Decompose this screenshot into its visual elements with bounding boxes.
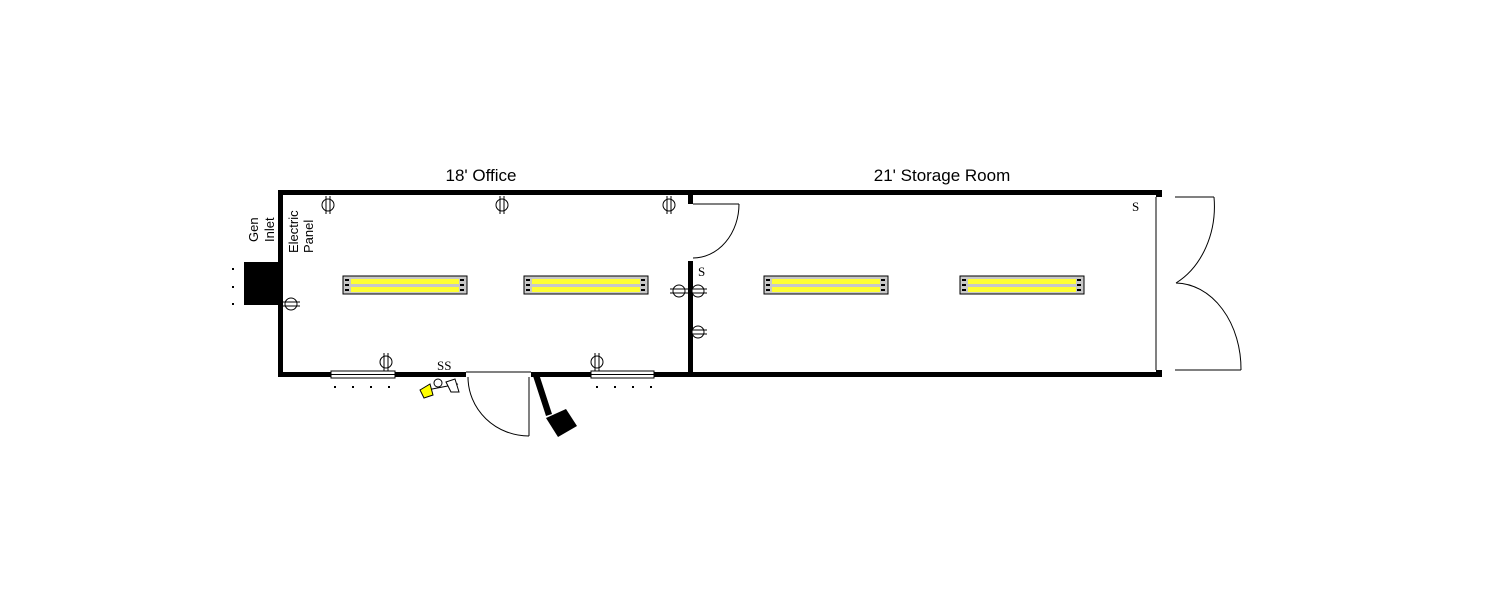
interior-door	[692, 203, 740, 259]
fluorescent-light-icon	[959, 275, 1085, 295]
generator-inlet-dots	[232, 268, 234, 305]
partition-bottom-seg	[688, 261, 693, 375]
duplex-outlet-icon	[282, 297, 300, 311]
exterior-walls	[278, 190, 1162, 377]
duplex-outlets	[282, 196, 707, 371]
duplex-outlet-icon	[689, 325, 707, 339]
fluorescent-light-icon	[342, 275, 468, 295]
partition-wall	[688, 190, 693, 375]
double-switch-label: SS	[437, 358, 451, 373]
fluorescent-light-icon	[523, 275, 649, 295]
fluorescent-light-icon	[763, 275, 889, 295]
bottom-wall-seg-4	[654, 372, 1162, 377]
partition-top-seg	[688, 190, 693, 204]
duplex-outlet-icon	[379, 353, 393, 371]
inlet-label: Inlet	[262, 217, 277, 242]
storage-room-label: 21' Storage Room	[874, 166, 1011, 185]
bottom-wall-seg-2	[395, 372, 466, 377]
fluorescent-lights	[342, 275, 1085, 295]
double-door-bottom-swing	[1175, 282, 1242, 371]
window-left	[330, 370, 396, 388]
top-wall	[278, 190, 1162, 195]
duplex-outlet-icon	[670, 284, 688, 298]
duplex-outlet-icon	[321, 196, 335, 214]
interior-door-swing	[692, 203, 740, 259]
ac-unit-arm	[533, 374, 552, 416]
duplex-outlet-icon	[689, 284, 707, 298]
right-wall-bottom-stub	[1156, 370, 1162, 377]
duplex-outlet-icon	[495, 196, 509, 214]
entry-door-swing	[467, 376, 530, 437]
gen-label: Gen	[246, 217, 261, 242]
duplex-outlet-icon	[662, 196, 676, 214]
ac-unit-box	[546, 409, 577, 437]
bottom-wall-seg-3	[531, 372, 591, 377]
switch-label-storage: S	[1132, 199, 1139, 214]
double-door-top-swing	[1175, 196, 1215, 284]
entry-door	[466, 371, 531, 437]
left-wall	[278, 190, 283, 377]
bottom-wall-seg-1	[278, 372, 331, 377]
electric-label: Electric	[286, 210, 301, 253]
flood-light-icon	[419, 378, 460, 399]
right-wall-top-stub	[1156, 190, 1162, 197]
double-doors	[1155, 196, 1242, 371]
duplex-outlet-icon	[590, 353, 604, 371]
window-right	[590, 370, 655, 388]
generator-inlet-box	[244, 262, 278, 305]
switch-label-partition: S	[698, 264, 705, 279]
panel-label: Panel	[301, 220, 316, 253]
office-label: 18' Office	[446, 166, 517, 185]
